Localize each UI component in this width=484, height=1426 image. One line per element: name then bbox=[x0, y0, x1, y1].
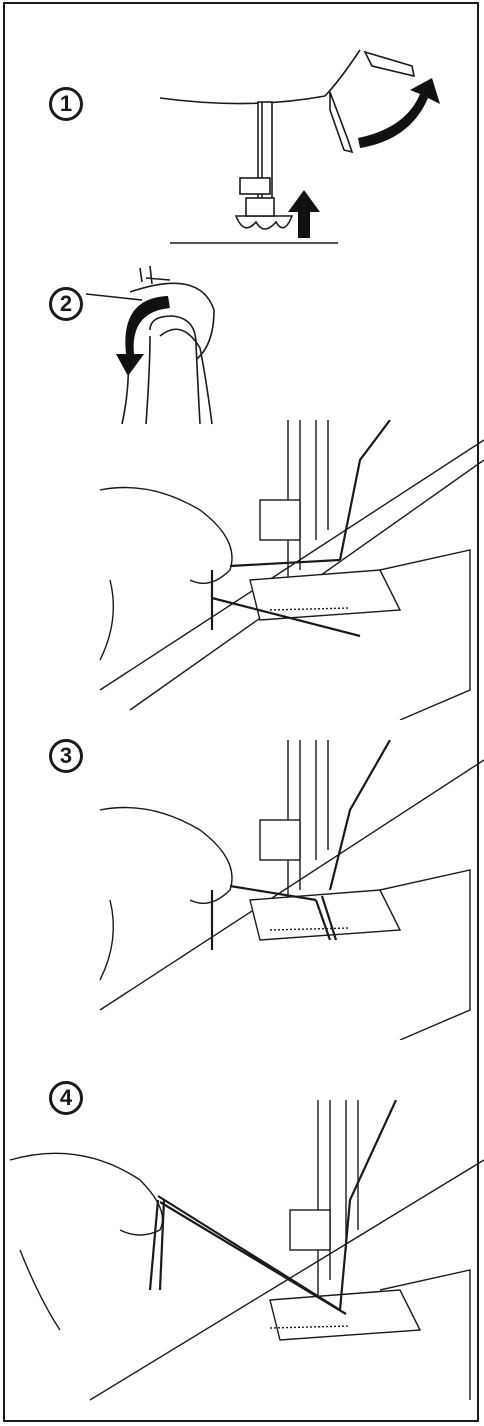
pull-threads-illustration bbox=[0, 1100, 484, 1410]
presser-foot-lever-illustration bbox=[0, 40, 484, 260]
up-arrow-icon bbox=[288, 190, 320, 238]
rotate-arrow-icon bbox=[358, 78, 440, 148]
hold-thread-illustration-b bbox=[0, 740, 484, 1040]
handwheel-illustration bbox=[0, 258, 484, 428]
hold-thread-illustration-a bbox=[0, 420, 484, 720]
